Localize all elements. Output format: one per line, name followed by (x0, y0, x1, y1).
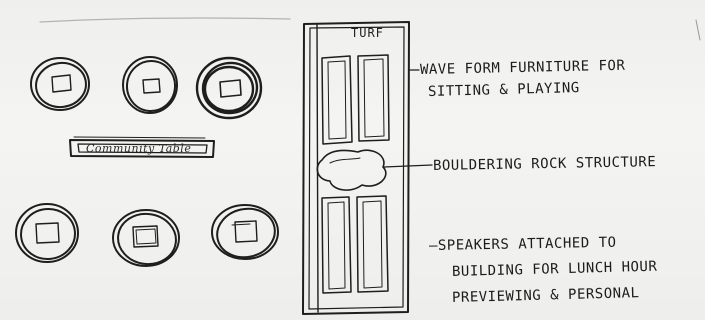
community-table-label: Community Table (86, 142, 191, 155)
turf-panel (303, 22, 409, 314)
bottom-table-1 (16, 204, 78, 262)
top-table-2 (123, 57, 177, 113)
bottom-table-2 (113, 210, 179, 268)
bouldering-rock (317, 150, 386, 190)
edge-mark (696, 20, 700, 40)
top-table-3 (197, 58, 261, 118)
faint-top-stroke (40, 18, 290, 22)
note-speakers-line-1: —SPEAKERS ATTACHED TO (429, 235, 617, 254)
bottom-table-3 (212, 203, 279, 262)
turf-label: TURF (351, 26, 384, 40)
top-table-1 (31, 58, 89, 110)
wave-furniture (322, 55, 389, 293)
